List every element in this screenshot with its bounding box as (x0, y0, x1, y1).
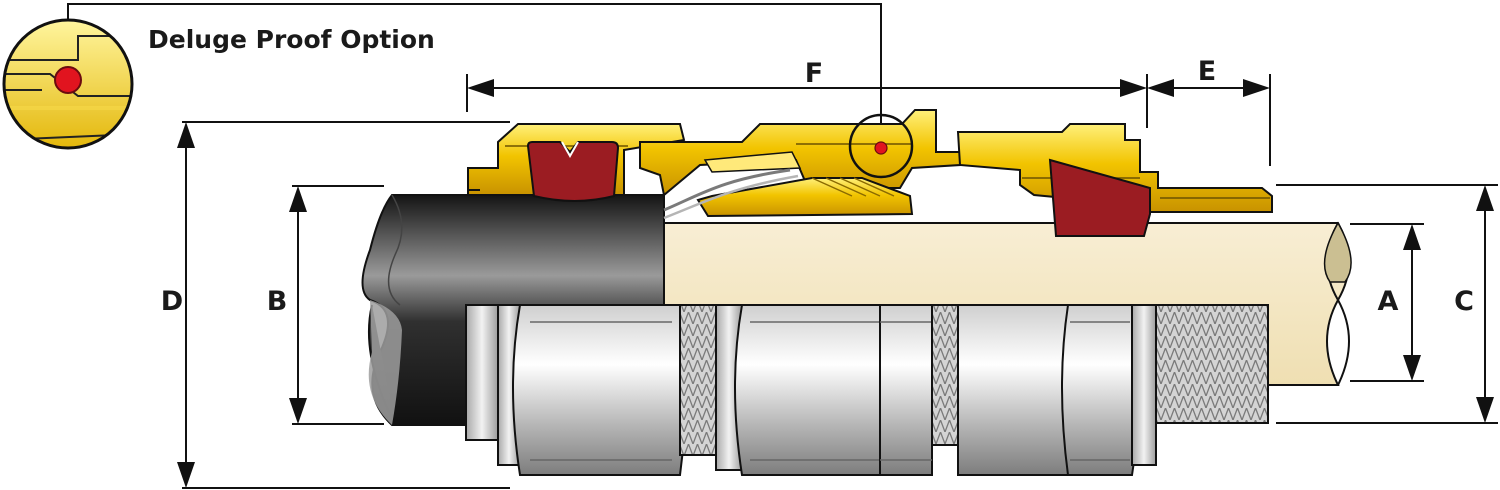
inset-title: Deluge Proof Option (148, 25, 435, 54)
deluge-proof-inset (2, 18, 134, 150)
gland-body-steel (465, 304, 1269, 476)
dim-label-c: C (1454, 286, 1474, 317)
dim-label-b: B (267, 286, 288, 317)
dim-label-d: D (161, 286, 183, 317)
deluge-seal-dot (874, 141, 888, 155)
dim-label-e: E (1198, 56, 1216, 87)
outer-seal (526, 141, 620, 202)
callout-leader-line (67, 3, 882, 150)
dim-label-a: A (1378, 286, 1399, 317)
dim-label-f: F (805, 58, 823, 89)
gland-body-brass (467, 109, 1273, 220)
deluge-seal-dot-large (54, 66, 82, 94)
inner-seal (1048, 158, 1151, 237)
dimension-lines (177, 74, 1498, 489)
cable-cut-end (1323, 221, 1352, 283)
seals (526, 141, 1151, 237)
entry-thread (1155, 304, 1269, 424)
callout-circle (848, 113, 914, 179)
